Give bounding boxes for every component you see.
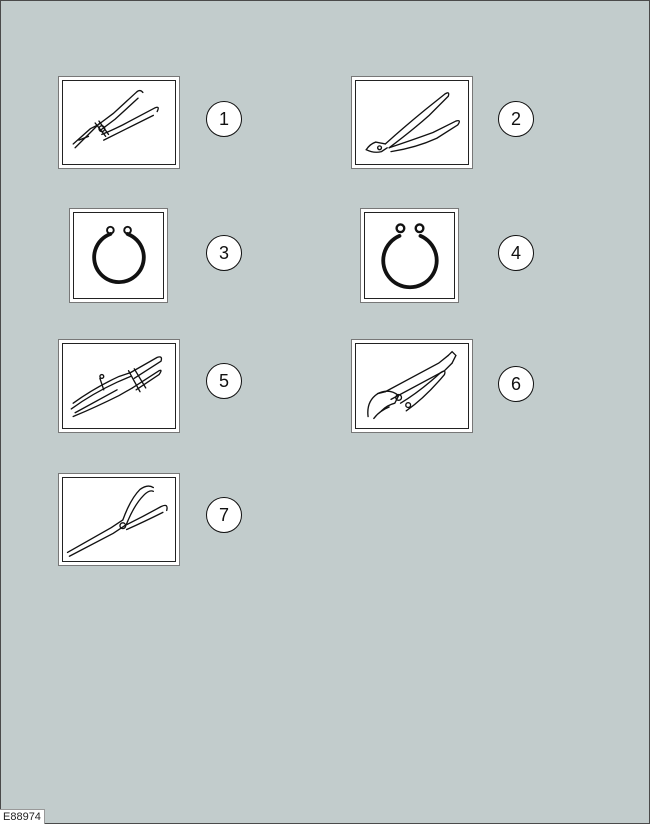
internal-circlip-icon xyxy=(92,225,146,285)
item-5-callout: 5 xyxy=(206,363,242,399)
item-4-number: 4 xyxy=(510,242,521,263)
item-3-tile xyxy=(69,208,168,303)
item-6-tile xyxy=(351,339,473,433)
item-7-tile xyxy=(58,473,180,566)
item-7-callout: 7 xyxy=(206,497,242,533)
long-nose-pliers-icon xyxy=(66,485,168,557)
item-3-number: 3 xyxy=(218,242,229,263)
external-circlip-icon xyxy=(381,223,439,290)
item-4-callout: 4 xyxy=(498,235,534,271)
item-2-number: 2 xyxy=(510,108,521,129)
locking-pliers-icon xyxy=(367,350,457,420)
external-circlip-pliers-icon xyxy=(365,92,460,153)
item-7-number: 7 xyxy=(218,504,229,525)
item-1-tile xyxy=(58,76,180,169)
item-5-tile xyxy=(58,339,180,433)
item-6-callout: 6 xyxy=(498,366,534,402)
item-5-number: 5 xyxy=(218,370,229,391)
item-6-number: 6 xyxy=(510,373,521,394)
side-cutting-pliers-icon xyxy=(70,356,163,418)
item-3-callout: 3 xyxy=(206,235,242,271)
combination-pliers-icon xyxy=(72,89,159,149)
figure-id-label: E88974 xyxy=(0,809,45,824)
item-1-callout: 1 xyxy=(206,101,242,137)
item-1-number: 1 xyxy=(218,108,229,129)
item-2-tile xyxy=(351,76,473,169)
item-4-tile xyxy=(360,208,459,303)
item-2-callout: 2 xyxy=(498,101,534,137)
